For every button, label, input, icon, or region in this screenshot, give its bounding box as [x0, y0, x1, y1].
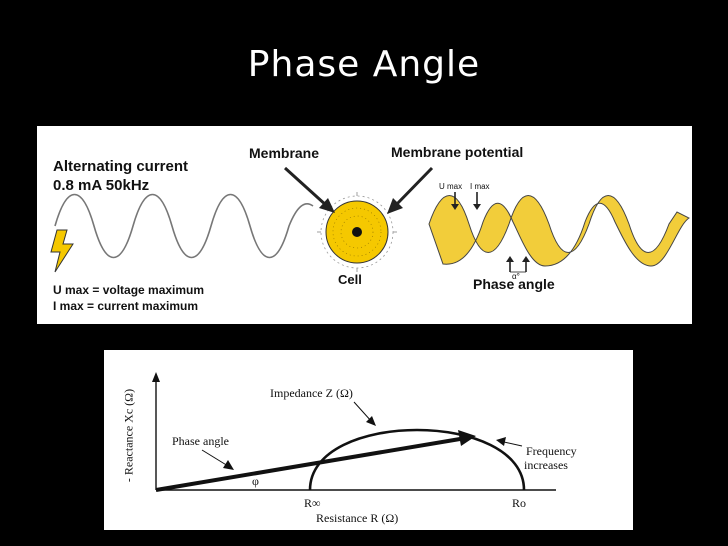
cell-label: Cell	[338, 272, 362, 287]
i-max-definition: I max = current maximum	[53, 299, 199, 313]
membrane-arrowhead	[319, 198, 335, 213]
phase-angle-label: Phase angle	[473, 276, 555, 292]
increases-label: increases	[524, 458, 568, 472]
y-axis-label: - Reactance Xc (Ω)	[121, 388, 136, 483]
cell-diagram-panel: Alternating current 0.8 mA 50kHz Membran…	[37, 126, 692, 324]
membrane-label: Membrane	[249, 145, 320, 161]
impedance-label: Impedance Z (Ω)	[270, 386, 353, 400]
membrane-potential-label: Membrane potential	[391, 144, 524, 160]
input-sine-wave	[54, 193, 314, 259]
membrane-potential-arrow	[393, 166, 434, 208]
membrane-potential-arrowhead	[387, 198, 403, 214]
impedance-vector-arrowhead	[458, 430, 476, 446]
lightning-bolt-icon	[50, 229, 74, 273]
r-infinity-label: R∞	[304, 496, 321, 510]
u-max-definition: U max = voltage maximum	[53, 283, 205, 297]
slide-title: Phase Angle	[247, 44, 481, 85]
x-axis-label: Resistance R (Ω)	[316, 511, 399, 525]
phi-label: φ	[252, 474, 259, 488]
phase-shifted-wave	[428, 195, 690, 267]
alternating-current-label: Alternating current	[53, 158, 189, 175]
alpha-label: α°	[512, 272, 520, 281]
current-spec-label: 0.8 mA 50kHz	[53, 177, 150, 194]
frequency-label: Frequency	[526, 444, 577, 458]
r-zero-label: Ro	[512, 496, 527, 510]
i-max-small-label: I max	[470, 182, 490, 191]
impedance-vector	[155, 436, 467, 492]
u-max-small-label: U max	[439, 182, 463, 191]
cell-diagram-graphic	[50, 166, 690, 273]
impedance-diagram-graphic	[152, 372, 556, 492]
y-axis-arrowhead	[152, 372, 160, 382]
impedance-diagram-panel: - Reactance Xc (Ω) Impedance Z (Ω) Phase…	[104, 350, 633, 530]
membrane-arrow	[283, 166, 329, 208]
phase-angle-axis-label: Phase angle	[172, 434, 229, 448]
